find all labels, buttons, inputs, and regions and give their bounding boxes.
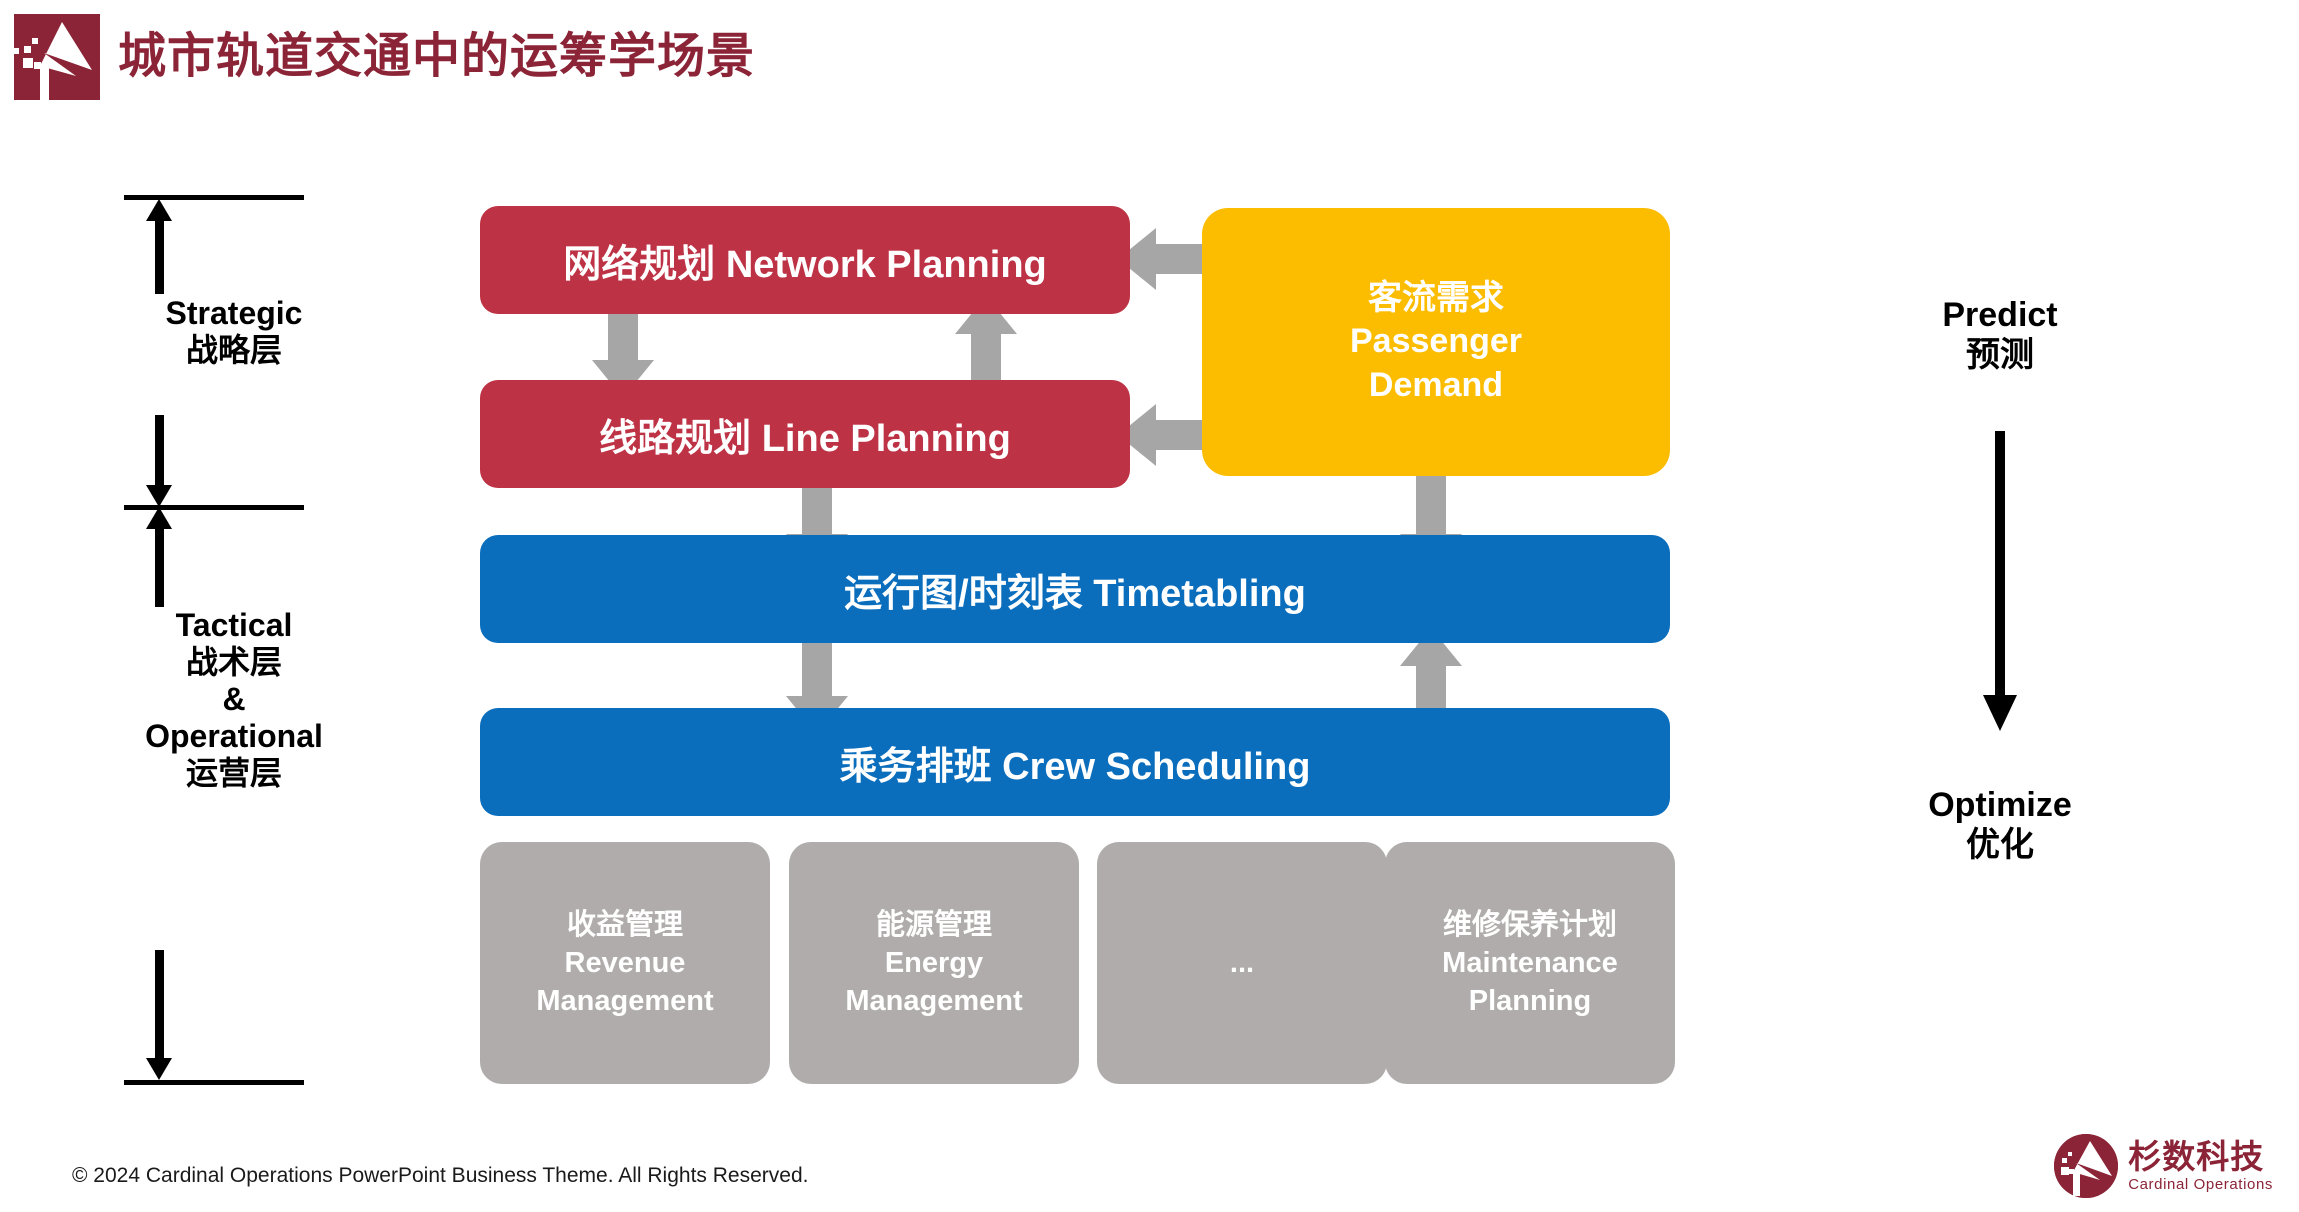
node-more-placeholder[interactable]: ...	[1097, 842, 1387, 1084]
axis-tick-top	[124, 195, 304, 200]
label-optimize-cn: 优化	[1966, 826, 2034, 865]
node-more-placeholder-label: ...	[1229, 946, 1255, 979]
footer-copyright: © 2024 Cardinal Operations PowerPoint Bu…	[72, 1164, 809, 1187]
label-predict-en: Predict	[1942, 296, 2058, 334]
node-network-planning-label: 网络规划 Network Planning	[563, 243, 1047, 286]
node-passenger-demand-en-1: Passenger	[1350, 322, 1522, 361]
node-crew-scheduling[interactable]: 乘务排班 Crew Scheduling	[480, 708, 1670, 816]
page-header: 城市轨道交通中的运筹学场景	[0, 0, 2299, 110]
label-predict-cn: 预测	[1966, 336, 2034, 375]
node-network-planning[interactable]: 网络规划 Network Planning	[480, 206, 1130, 314]
axis-arrow-up-tactical-icon	[146, 507, 172, 607]
axis-label-operational-en: Operational	[145, 718, 323, 755]
label-optimize: Optimize 优化	[1830, 785, 2170, 865]
axis-label-strategic: Strategic 战略层	[74, 295, 394, 369]
axis-label-tactical-cn: 战术层	[185, 644, 282, 681]
node-timetabling[interactable]: 运行图/时刻表 Timetabling	[480, 535, 1670, 643]
node-maintenance-planning-en-1: Maintenance	[1442, 946, 1618, 979]
footer-logo-cn: 杉数科技	[2128, 1138, 2265, 1175]
node-crew-scheduling-label: 乘务排班 Crew Scheduling	[839, 745, 1311, 788]
label-predict: Predict 预测	[1830, 295, 2170, 375]
node-energy-management-cn: 能源管理	[875, 908, 992, 941]
node-revenue-management-cn: 收益管理	[566, 908, 683, 941]
node-energy-management[interactable]: 能源管理 Energy Management	[789, 842, 1079, 1084]
node-revenue-management[interactable]: 收益管理 Revenue Management	[480, 842, 770, 1084]
node-energy-management-en-2: Management	[845, 985, 1023, 1018]
label-optimize-en: Optimize	[1928, 786, 2072, 825]
node-passenger-demand-en-2: Demand	[1368, 365, 1504, 404]
axis-tick-bottom	[124, 1080, 304, 1085]
axis-label-tactical-operational: Tactical 战术层 & Operational 运营层	[74, 607, 394, 793]
axis-tick-middle	[124, 505, 304, 510]
cardinal-operations-mark-icon	[14, 14, 100, 100]
node-maintenance-planning[interactable]: 维修保养计划 Maintenance Planning	[1385, 842, 1675, 1084]
node-maintenance-planning-en-2: Planning	[1468, 985, 1592, 1018]
axis-arrow-down-tactical-icon	[146, 950, 172, 1080]
node-timetabling-label: 运行图/时刻表 Timetabling	[844, 572, 1306, 615]
level-axis: Strategic 战略层 Tactical 战术层 & Operational…	[110, 195, 360, 1085]
arrow-down-icon	[1983, 431, 2017, 732]
footer-logo: 杉数科技 Cardinal Operations	[2054, 1134, 2273, 1198]
axis-label-ampersand: &	[222, 681, 246, 718]
node-passenger-demand[interactable]: 客流需求 Passenger Demand	[1202, 208, 1670, 476]
axis-label-strategic-cn: 战略层	[185, 332, 282, 369]
axis-label-strategic-en: Strategic	[165, 295, 303, 331]
predict-optimize-column: Predict 预测 Optimize 优化	[1830, 295, 2170, 865]
node-line-planning[interactable]: 线路规划 Line Planning	[480, 380, 1130, 488]
footer-logo-wordmark: 杉数科技 Cardinal Operations	[2128, 1140, 2273, 1192]
footer-logo-en: Cardinal Operations	[2128, 1176, 2273, 1193]
page-title: 城市轨道交通中的运筹学场景	[118, 30, 756, 83]
axis-arrow-down-strategic-icon	[146, 415, 172, 507]
node-line-planning-label: 线路规划 Line Planning	[599, 417, 1011, 460]
cardinal-operations-circle-logo-icon	[2054, 1134, 2119, 1198]
node-passenger-demand-cn: 客流需求	[1368, 278, 1504, 317]
axis-label-tactical-en: Tactical	[175, 607, 293, 643]
node-revenue-management-en-2: Management	[536, 985, 714, 1018]
axis-arrow-up-strategic-icon	[146, 199, 172, 294]
node-revenue-management-en-1: Revenue	[564, 946, 686, 979]
node-energy-management-en-1: Energy	[884, 946, 984, 979]
axis-label-operational-cn: 运营层	[185, 755, 282, 792]
node-maintenance-planning-cn: 维修保养计划	[1442, 908, 1617, 941]
